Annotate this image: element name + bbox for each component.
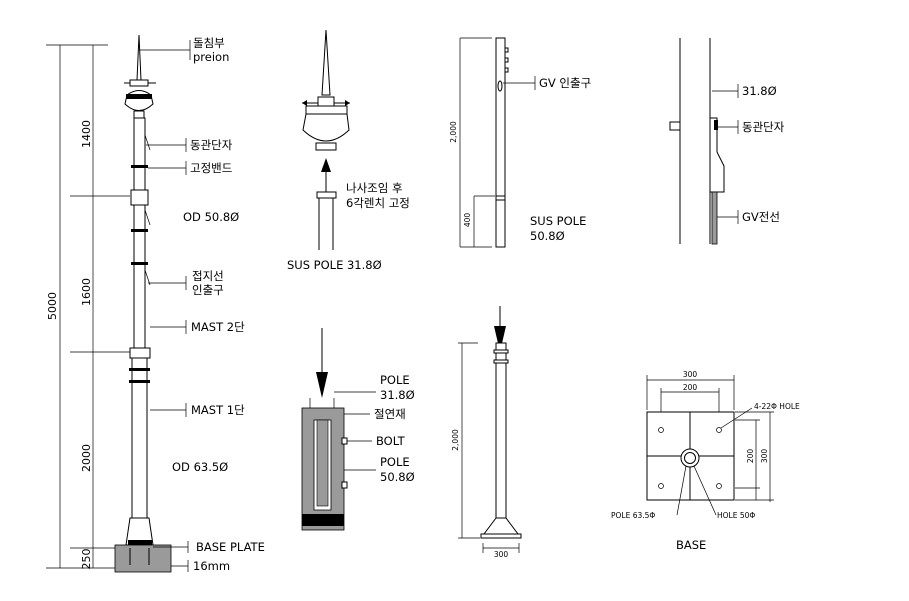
label-conduit-terminal: 동관단자 bbox=[190, 138, 233, 152]
label-pole-note: POLE 63.5Φ bbox=[611, 511, 655, 520]
joint-section: POLE 31.8Ø 절연재 BOLT POLE 50.8Ø bbox=[301, 328, 415, 531]
label-head-note-1: 나사조임 후 bbox=[346, 181, 403, 195]
label-ground-wire-2: 인출구 bbox=[192, 283, 224, 297]
dim-base-300-side: 300 bbox=[760, 449, 769, 464]
label-bolt: BOLT bbox=[376, 434, 406, 448]
label-od-upper: OD 50.8Ø bbox=[183, 210, 239, 224]
label-od-lower: OD 63.5Ø bbox=[172, 460, 228, 474]
sus-pole-detail: 2,000 400 GV 인출구 SUS POLE 50.8Ø bbox=[449, 37, 591, 248]
label-ground-wire-1: 접지선 bbox=[192, 269, 224, 283]
dim-base-section: 250 bbox=[80, 549, 93, 570]
base-plan: 300 200 4-22Φ HOLE 200 300 POLE 63.5Φ HO… bbox=[611, 370, 800, 552]
label-head-note-2: 6각렌치 고정 bbox=[346, 196, 410, 210]
label-gv-wire: GV전선 bbox=[742, 210, 780, 224]
label-joint-pole-2-dia: 50.8Ø bbox=[380, 470, 415, 484]
terminal-detail: 31.8Ø 동관단자 GV전선 bbox=[669, 38, 785, 245]
dim-base-300-top: 300 bbox=[683, 370, 698, 379]
label-insulator: 절연재 bbox=[374, 407, 406, 421]
label-sus-pole-2: 50.8Ø bbox=[530, 229, 565, 243]
label-gv-outlet: GV 인출구 bbox=[539, 76, 591, 90]
dim-base-200-side: 200 bbox=[746, 449, 755, 464]
head-detail: 나사조임 후 6각렌치 고정 SUS POLE 31.8Ø bbox=[287, 29, 410, 272]
label-top-1: 돌침부 bbox=[193, 36, 225, 50]
label-mast-1: MAST 1단 bbox=[191, 403, 245, 417]
mast-elevation: 5000 1400 1600 2000 250 돌침부 preion 동관단자 … bbox=[46, 34, 265, 573]
label-base-plate: BASE PLATE bbox=[196, 540, 265, 554]
label-joint-pole-2: POLE bbox=[380, 455, 410, 469]
label-head-pole: SUS POLE 31.8Ø bbox=[287, 258, 382, 272]
label-detail-terminal: 동관단자 bbox=[742, 120, 785, 134]
dim-base-pole-300: 300 bbox=[494, 550, 509, 559]
base-pole-elevation: 2,000 300 bbox=[451, 306, 522, 559]
label-hole-note: 4-22Φ HOLE bbox=[754, 402, 800, 411]
label-fixing-band: 고정밴드 bbox=[190, 161, 232, 175]
dim-base-pole-2000: 2,000 bbox=[451, 429, 460, 451]
label-mast-2: MAST 2단 bbox=[191, 320, 245, 334]
label-center-hole: HOLE 50Φ bbox=[717, 511, 755, 520]
dim-sus-2000: 2,000 bbox=[449, 121, 458, 143]
label-plate-thickness: 16mm bbox=[193, 559, 230, 573]
label-detail-dia: 31.8Ø bbox=[742, 84, 777, 98]
dim-base-200-top: 200 bbox=[683, 383, 698, 392]
label-joint-pole-1: POLE bbox=[380, 373, 410, 387]
label-joint-pole-1-dia: 31.8Ø bbox=[380, 388, 415, 402]
dim-upper-section: 1400 bbox=[80, 120, 93, 148]
dim-sus-400: 400 bbox=[463, 213, 472, 228]
dim-lower-section: 2000 bbox=[80, 444, 93, 472]
label-base-title: BASE bbox=[676, 538, 706, 552]
label-sus-pole-1: SUS POLE bbox=[530, 214, 586, 228]
label-top-2: preion bbox=[193, 50, 229, 64]
dim-middle-section: 1600 bbox=[80, 278, 93, 306]
dim-total-height: 5000 bbox=[46, 292, 59, 320]
